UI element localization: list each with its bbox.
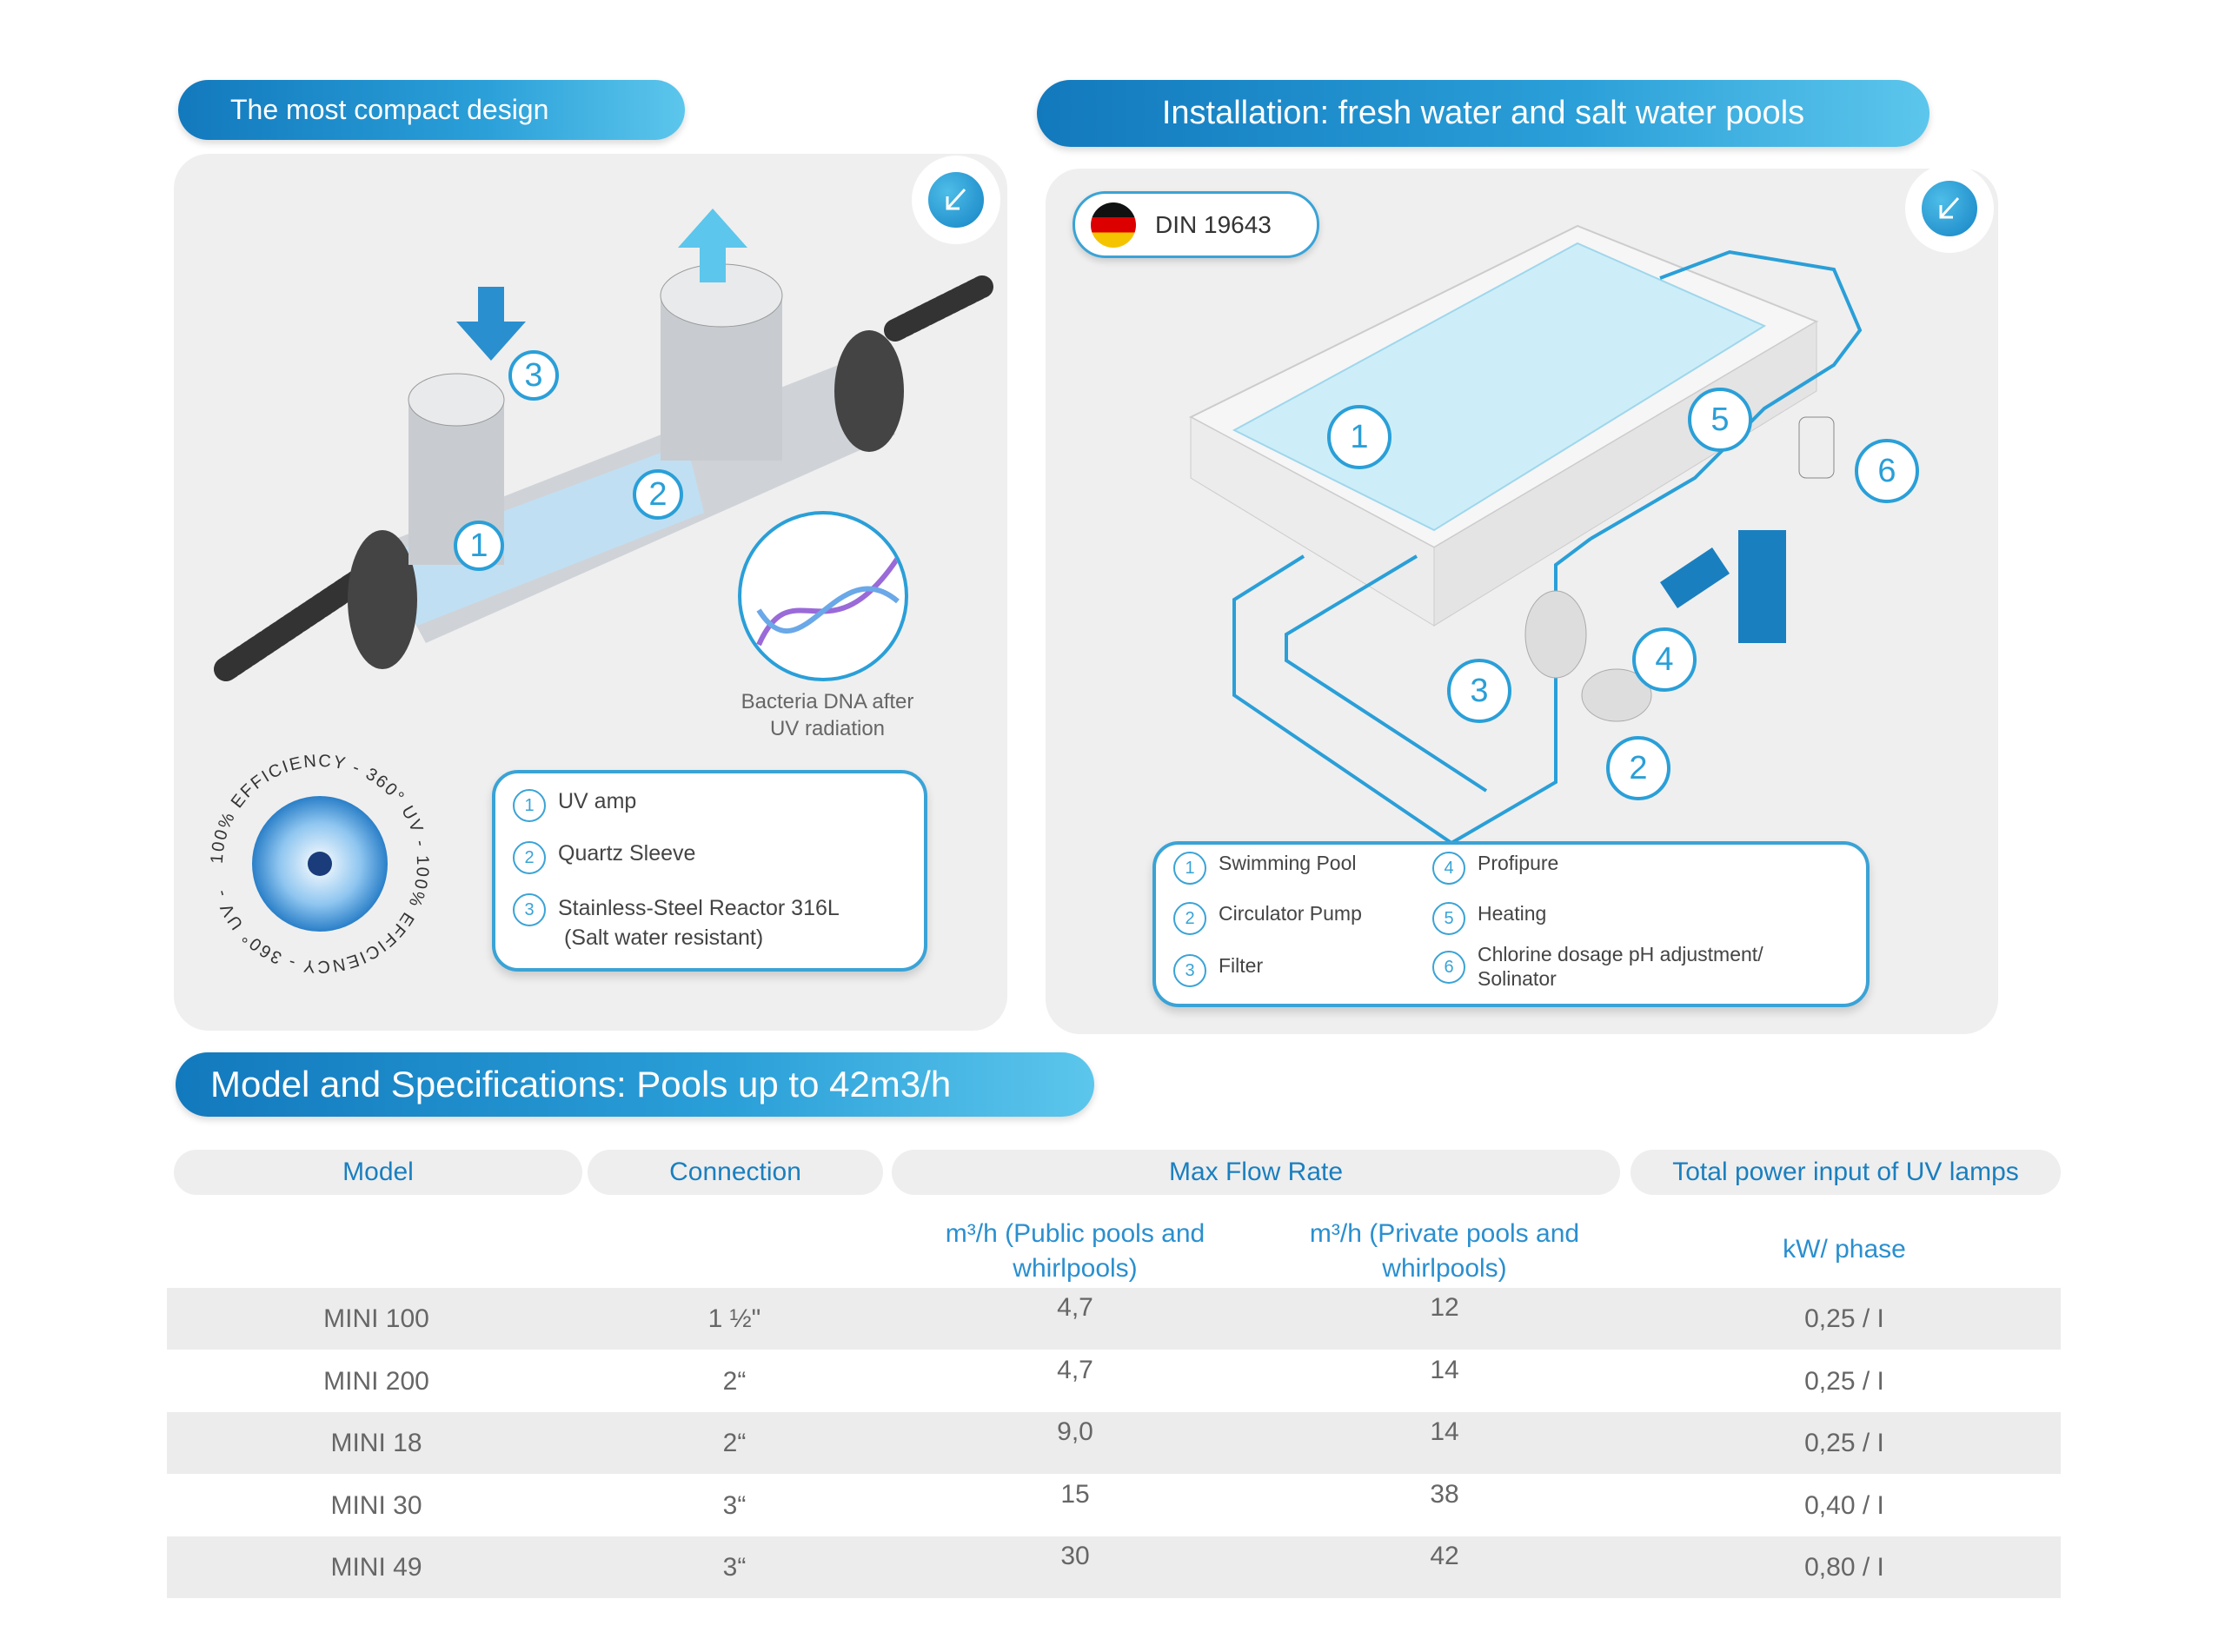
efficiency-badge: 100% EFFICIENCY - 360° UV - 100% EFFICIE… xyxy=(208,752,430,976)
table-row: MINI 200 2“ 4,7 14 0,25 / I xyxy=(167,1350,2061,1412)
table-row: MINI 30 3“ 15 38 0,40 / I xyxy=(167,1475,2061,1536)
callout-6: 6 xyxy=(1855,439,1919,503)
cell-private: 14 xyxy=(1430,1417,1459,1446)
expand-arrow-icon[interactable] xyxy=(1917,176,1982,241)
dna-caption-line2: UV radiation xyxy=(769,717,886,740)
expand-arrow-icon[interactable] xyxy=(924,168,988,232)
header-model: Model xyxy=(174,1150,582,1195)
callout-2: 2 xyxy=(633,469,683,520)
callout-5: 5 xyxy=(1688,388,1752,452)
table-row: MINI 100 1 ½" 4,7 12 0,25 / I xyxy=(167,1288,2061,1350)
compact-design-title: The most compact design xyxy=(178,80,685,140)
table-row: MINI 18 2“ 9,0 14 0,25 / I xyxy=(167,1412,2061,1474)
cell-model: MINI 200 xyxy=(323,1366,429,1396)
callout-4: 4 xyxy=(1632,627,1697,692)
german-flag-icon xyxy=(1091,202,1136,248)
cell-power: 0,25 / I xyxy=(1804,1366,1884,1396)
din-badge: DIN 19643 xyxy=(1073,191,1319,258)
installation-title-text: Installation: fresh water and salt water… xyxy=(1161,95,1805,131)
header-max-flow-rate: Max Flow Rate xyxy=(892,1150,1620,1195)
callout-1: 1 xyxy=(1327,405,1391,469)
callout-3: 3 xyxy=(508,350,559,401)
cell-model: MINI 30 xyxy=(330,1490,422,1520)
subheader-power: kW/ phase xyxy=(1783,1235,1906,1264)
cell-connection: 2“ xyxy=(722,1429,747,1457)
cell-connection: 2“ xyxy=(722,1366,747,1396)
cell-connection: 1 ½" xyxy=(707,1304,761,1333)
compact-design-title-text: The most compact design xyxy=(230,94,549,125)
pool-installation-diagram xyxy=(1188,224,1863,843)
cell-connection: 3“ xyxy=(722,1553,747,1582)
callout-1: 1 xyxy=(454,521,504,571)
cell-public: 4,7 xyxy=(1057,1355,1093,1384)
callout-3: 3 xyxy=(1447,659,1511,723)
cell-model: MINI 18 xyxy=(330,1429,422,1457)
table-row: MINI 49 3“ 30 42 0,80 / I xyxy=(167,1536,2061,1598)
uv-reactor-illustration xyxy=(214,209,993,681)
cell-public: 4,7 xyxy=(1057,1293,1093,1322)
dna-caption: Bacteria DNA after UV radiation xyxy=(695,688,960,742)
cell-private: 38 xyxy=(1430,1479,1459,1509)
cell-connection: 3“ xyxy=(722,1490,747,1520)
specs-title: Model and Specifications: Pools up to 42… xyxy=(176,1052,1094,1117)
cell-power: 0,40 / I xyxy=(1804,1490,1884,1520)
dna-image xyxy=(738,511,908,681)
cell-model: MINI 100 xyxy=(323,1304,429,1333)
cell-public: 9,0 xyxy=(1057,1417,1093,1446)
cell-private: 42 xyxy=(1430,1542,1459,1570)
cell-public: 15 xyxy=(1060,1479,1090,1509)
din-badge-text: DIN 19643 xyxy=(1155,210,1272,238)
cell-power: 0,25 / I xyxy=(1804,1304,1884,1333)
header-total-power: Total power input of UV lamps xyxy=(1631,1150,2061,1195)
specs-title-text: Model and Specifications: Pools up to 42… xyxy=(210,1064,952,1105)
callout-2: 2 xyxy=(1606,736,1670,800)
cell-public: 30 xyxy=(1060,1542,1090,1570)
cell-power: 0,25 / I xyxy=(1804,1429,1884,1457)
cell-model: MINI 49 xyxy=(330,1553,422,1582)
dna-caption-line1: Bacteria DNA after xyxy=(741,690,914,713)
cell-private: 14 xyxy=(1430,1355,1459,1384)
header-connection: Connection xyxy=(588,1150,883,1195)
cell-private: 12 xyxy=(1430,1293,1459,1322)
cell-power: 0,80 / I xyxy=(1804,1553,1884,1582)
installation-title: Installation: fresh water and salt water… xyxy=(1037,80,1929,147)
